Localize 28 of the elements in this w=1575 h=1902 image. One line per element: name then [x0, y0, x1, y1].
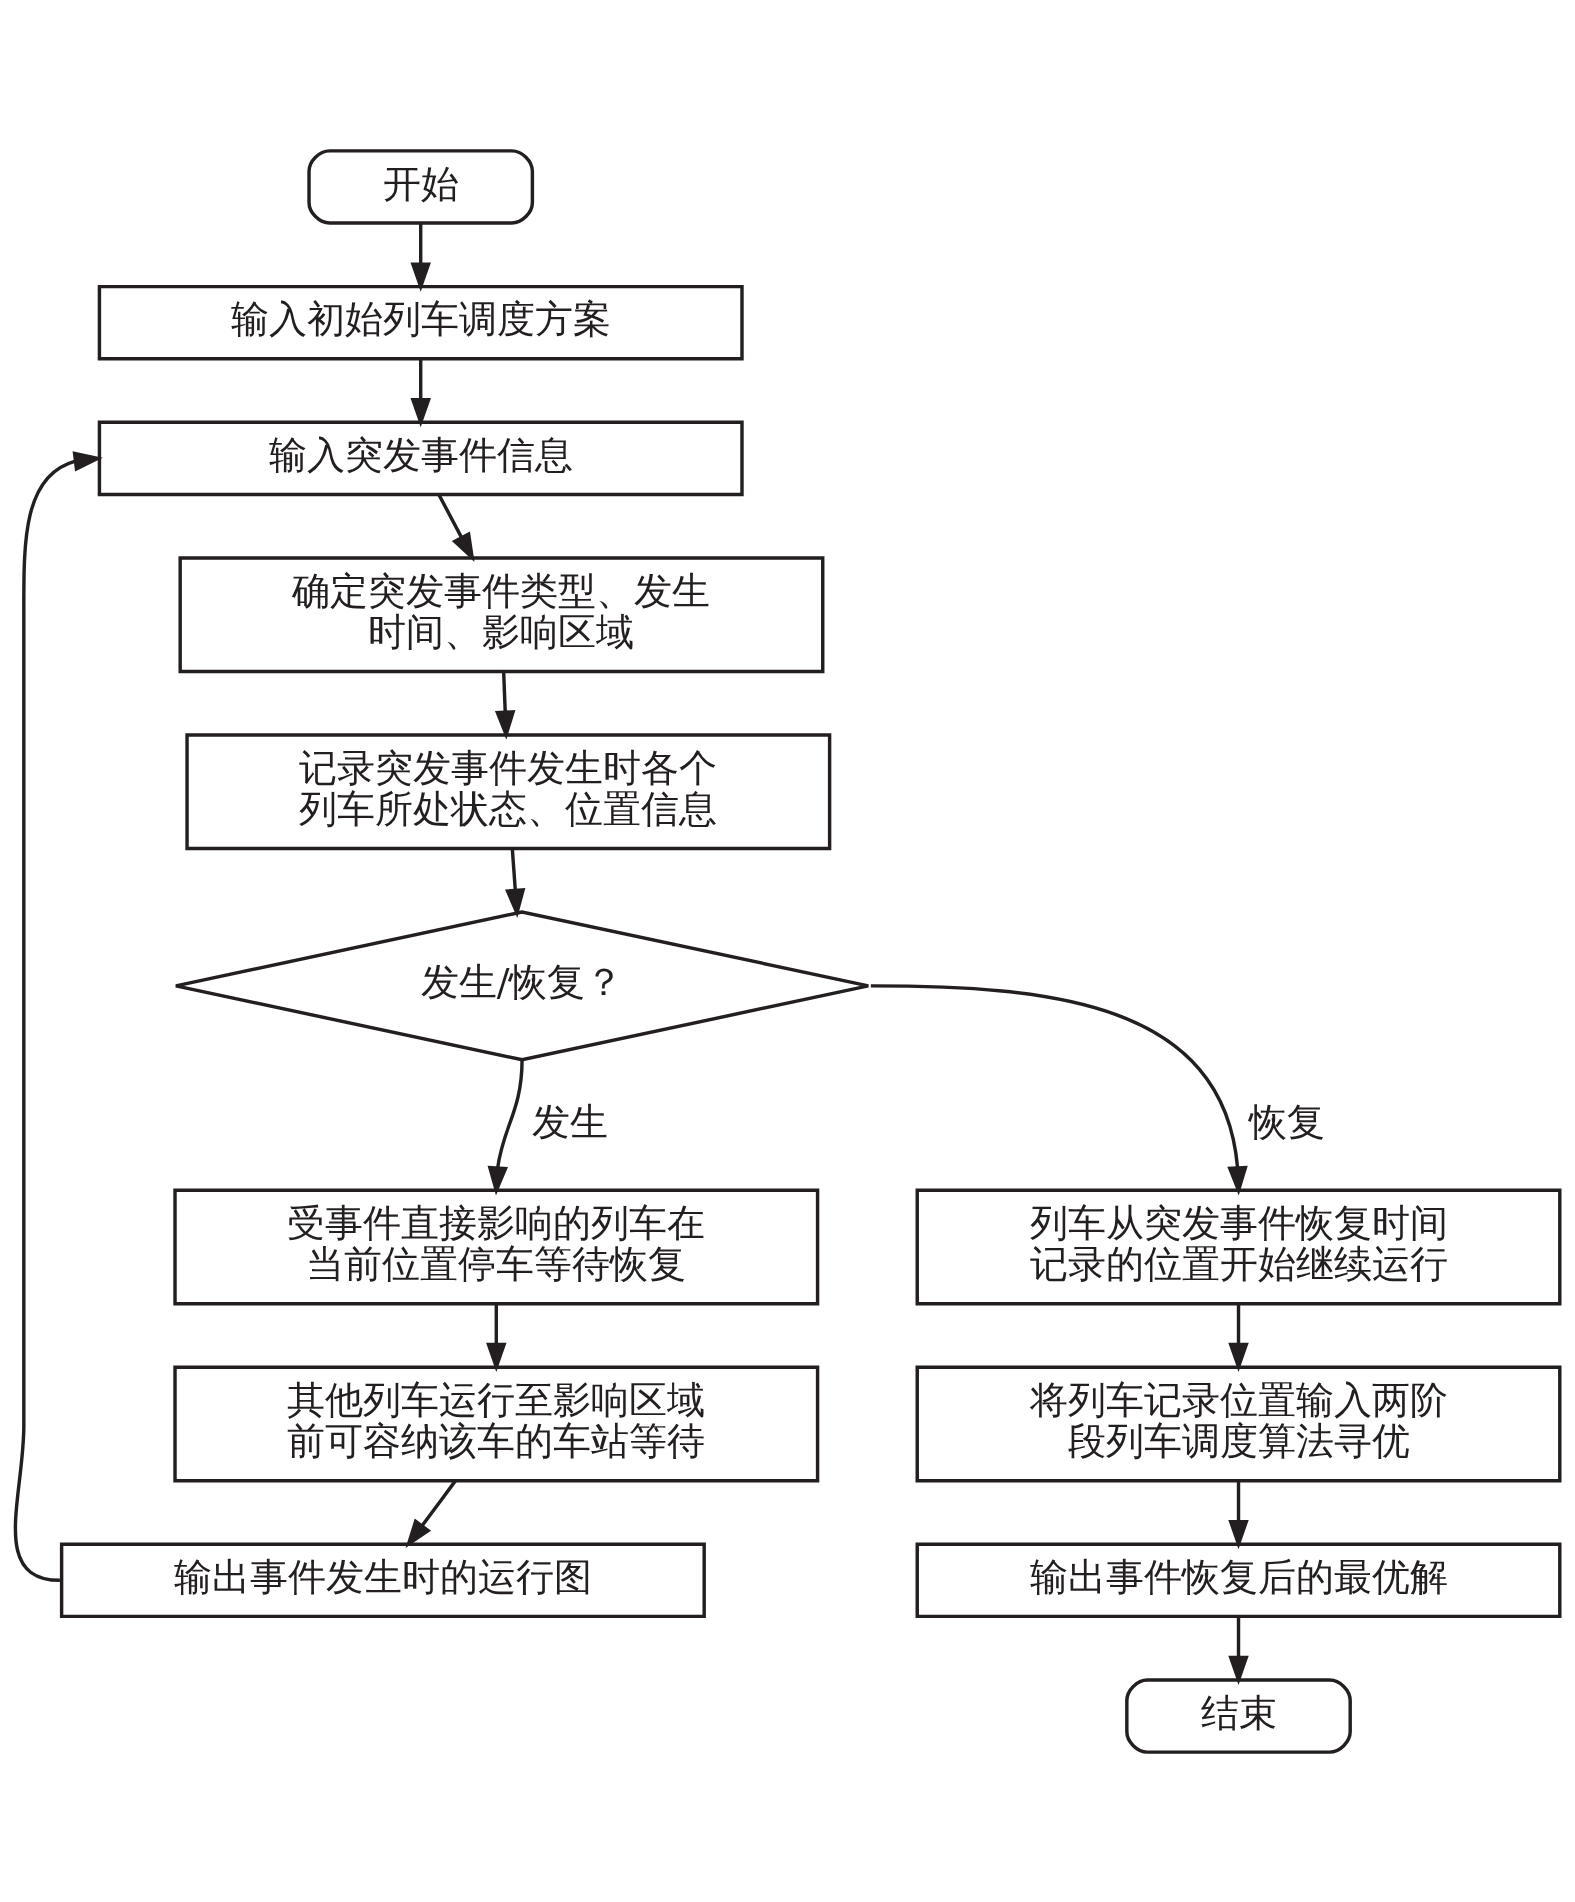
- edge-label: 恢复: [1248, 1099, 1325, 1144]
- node-box: 输入初始列车调度方案: [97, 284, 744, 360]
- node-box: 输出事件发生时的运行图: [59, 1542, 706, 1618]
- arrow: [504, 847, 526, 918]
- arrow: [1228, 1616, 1249, 1685]
- arrow: [1228, 1480, 1249, 1549]
- edge-label: 发生: [532, 1099, 609, 1144]
- arrow: [1228, 1303, 1249, 1372]
- node-box: 将列车记录位置输入两阶段列车调度算法寻优: [915, 1365, 1562, 1482]
- node-box: 开始: [307, 148, 535, 225]
- node-box: 输入突发事件信息: [97, 420, 744, 496]
- node-box: 结束: [1125, 1677, 1352, 1754]
- node-diamond: 发生/恢复？: [174, 909, 870, 1061]
- arrow: [410, 358, 431, 427]
- arrow: [870, 983, 1248, 1195]
- arrow: [13, 450, 103, 1582]
- arrow: [494, 671, 516, 740]
- node-box: 输出事件恢复后的最优解: [915, 1542, 1562, 1618]
- arrow: [410, 222, 431, 292]
- arrow: [487, 1059, 524, 1195]
- arrow: [437, 493, 475, 562]
- node-box: 确定突发事件类型、发生时间、影响区域: [178, 555, 825, 673]
- node-box: 受事件直接影响的列车在当前位置停车等待恢复: [173, 1188, 820, 1305]
- node-box: 其他列车运行至影响区域前可容纳该车的车站等待: [173, 1365, 820, 1482]
- arrow: [486, 1303, 507, 1372]
- arrow: [405, 1479, 457, 1548]
- node-box: 列车从突发事件恢复时间记录的位置开始继续运行: [915, 1188, 1562, 1305]
- node-box: 记录突发事件发生时各个列车所处状态、位置信息: [185, 732, 832, 850]
